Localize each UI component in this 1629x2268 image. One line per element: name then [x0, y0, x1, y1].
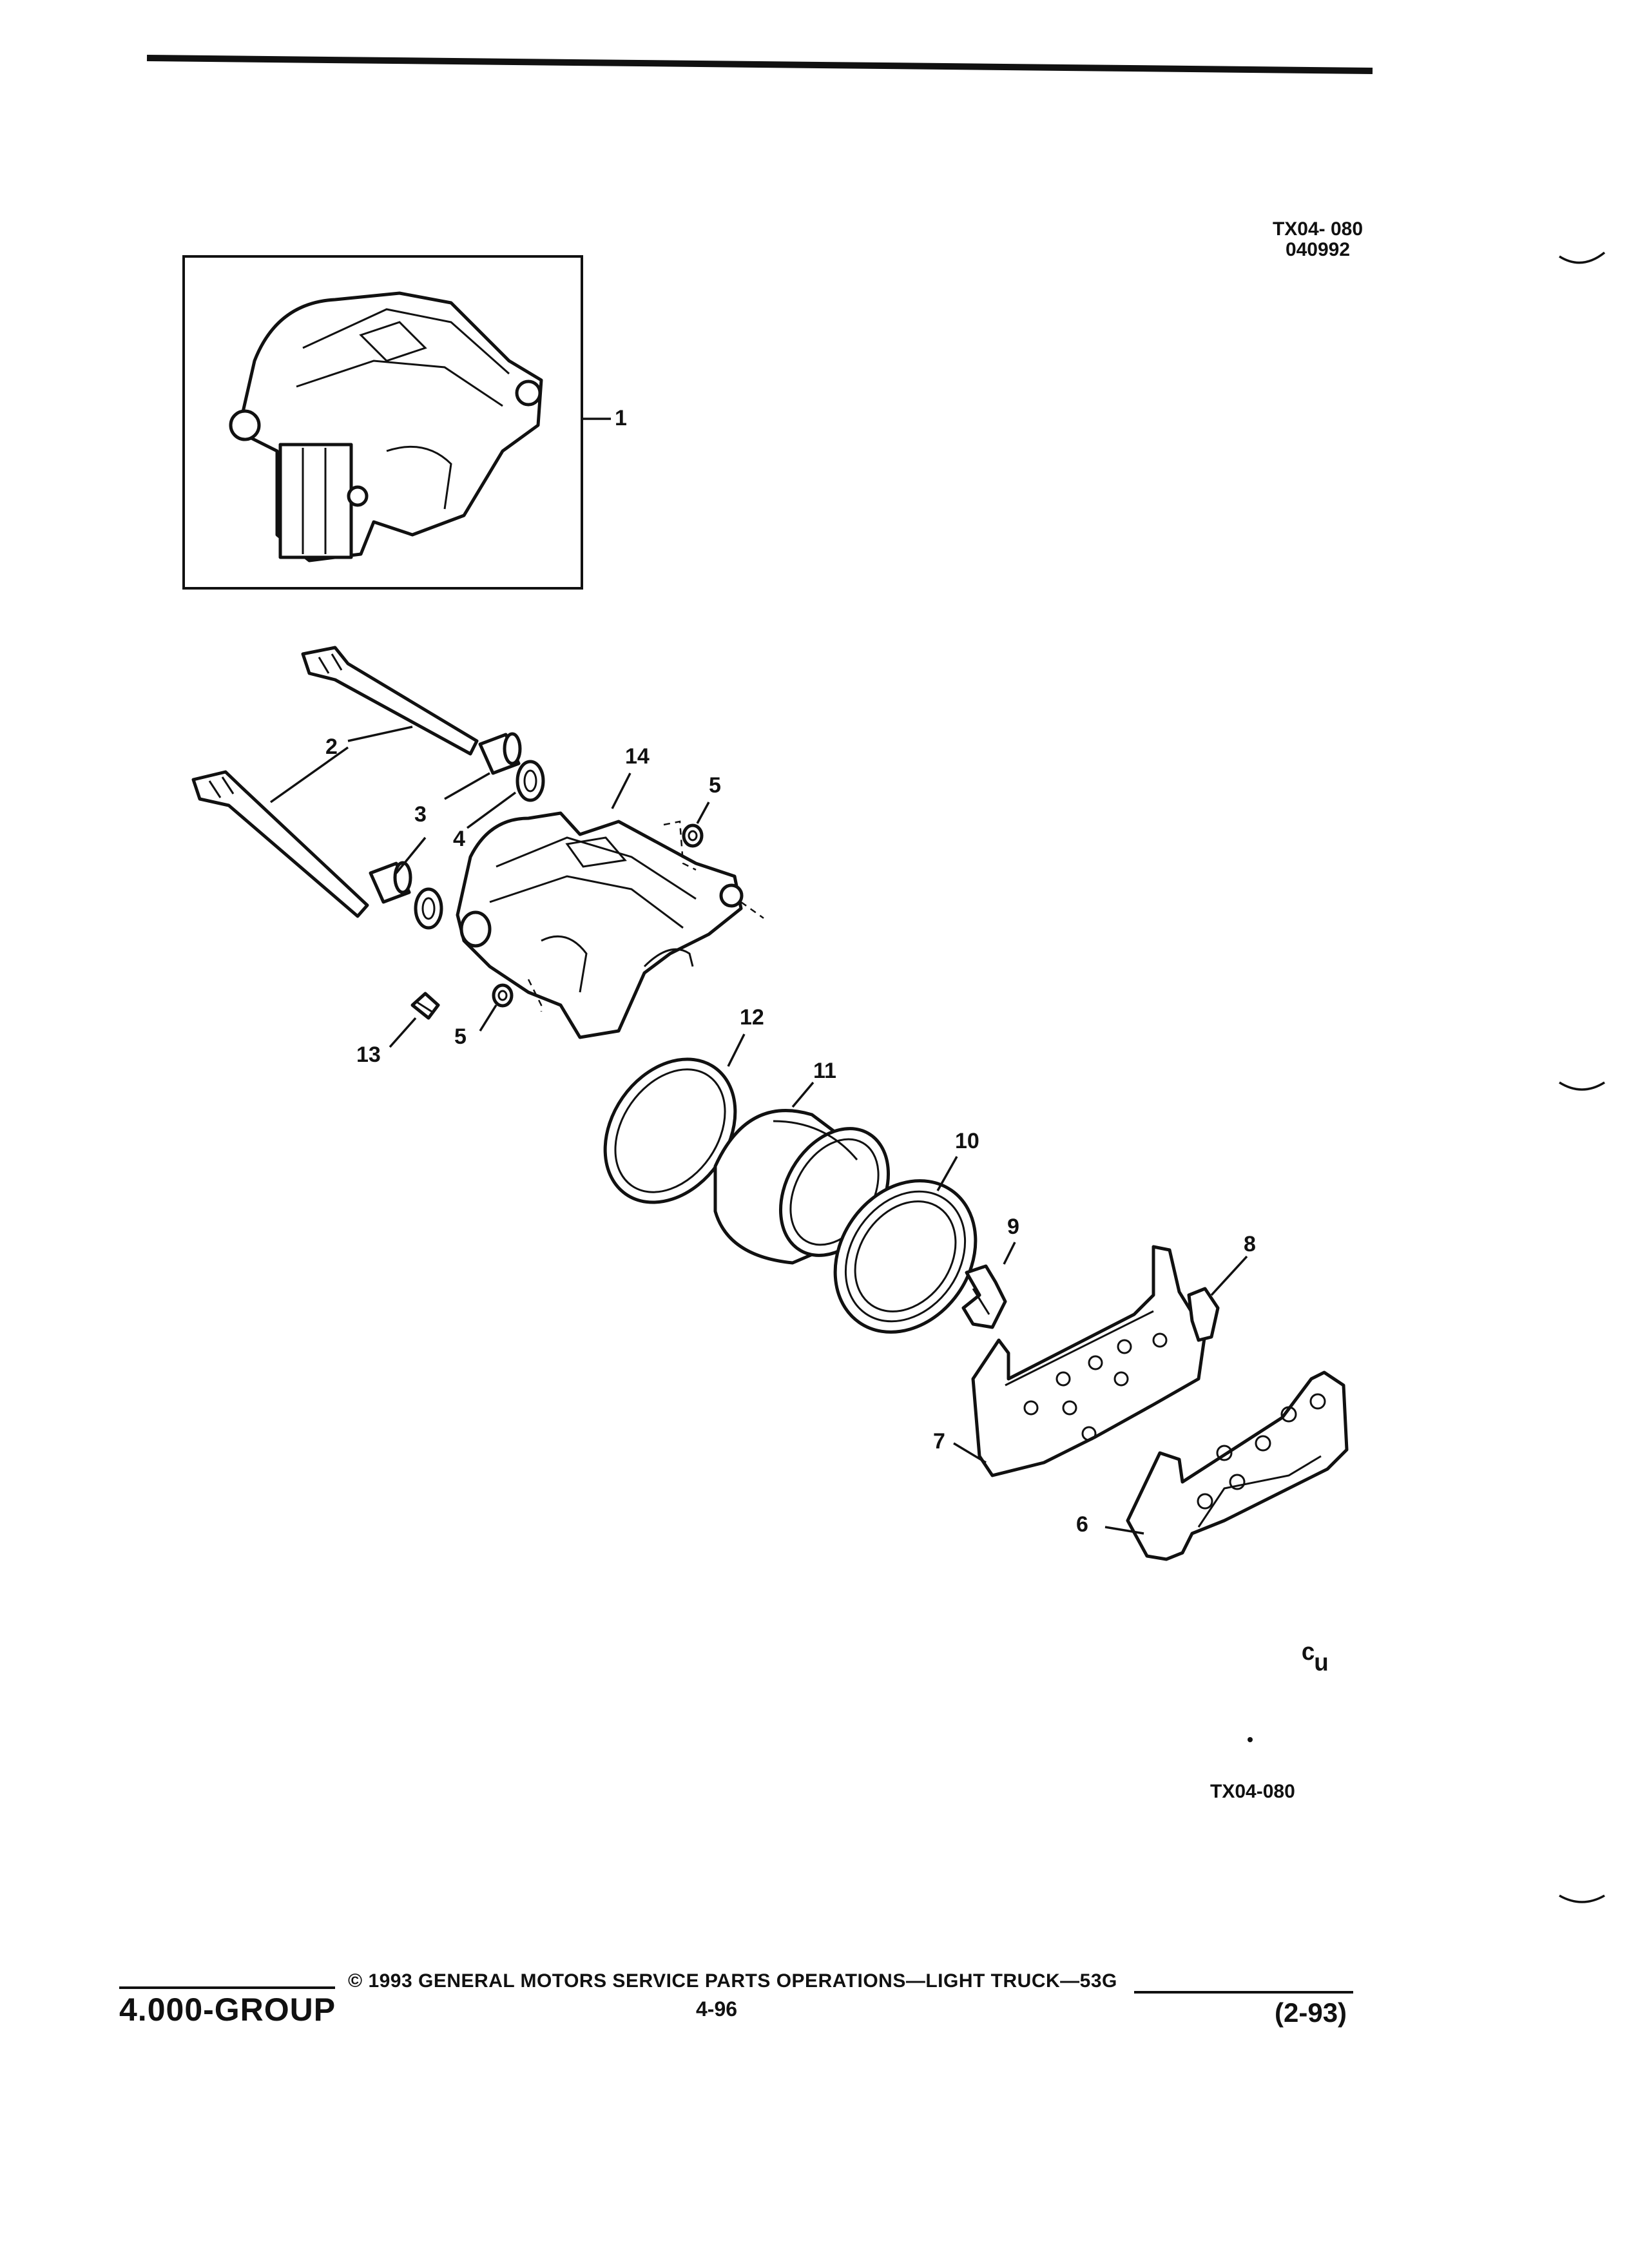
callout-1: 1 — [615, 406, 627, 430]
leader-10 — [936, 1156, 958, 1191]
leader-6 — [1104, 1526, 1144, 1535]
clip-icon — [1187, 1287, 1220, 1342]
leader-8 — [1210, 1255, 1248, 1296]
figure-code: TX04- 080 040992 — [1257, 219, 1379, 260]
bushing-icon — [516, 760, 545, 802]
leader-2 — [347, 726, 413, 742]
top-rule — [146, 55, 1373, 74]
dashed-line — [740, 901, 764, 919]
callout-8: 8 — [1244, 1232, 1256, 1256]
leader-9 — [1003, 1242, 1016, 1265]
brake-pad-icon — [1126, 1370, 1349, 1561]
leader-3 — [395, 836, 427, 874]
caliper-assembly-icon — [229, 291, 543, 562]
leader-14 — [611, 773, 631, 809]
bolt-icon — [301, 646, 479, 756]
callout-12: 12 — [740, 1005, 764, 1030]
figure-date-code: 040992 — [1285, 239, 1351, 260]
callout-5: 5 — [454, 1024, 467, 1049]
dashed-line — [663, 820, 697, 871]
footer-copyright: © 1993 GENERAL MOTORS SERVICE PARTS OPER… — [348, 1970, 1117, 1992]
bushing-icon — [682, 823, 704, 848]
footer-group: 4.000-GROUP — [119, 1992, 336, 2028]
callout-4: 4 — [453, 827, 465, 851]
callout-2: 2 — [325, 735, 338, 759]
leader-12 — [727, 1033, 746, 1067]
boot-icon — [833, 1179, 978, 1334]
scan-mark — [1559, 1894, 1605, 1903]
leader-13 — [389, 1017, 417, 1048]
caliper-housing-icon — [456, 811, 744, 1039]
bushing-icon — [414, 887, 443, 930]
callout-11: 11 — [813, 1059, 836, 1083]
callout-9: 9 — [1007, 1215, 1019, 1239]
callout-13: 13 — [356, 1043, 381, 1067]
inset-box — [182, 255, 583, 590]
figure-code-bottom: TX04-080 — [1210, 1781, 1295, 1802]
corner-mark: ᶜᵤ — [1302, 1637, 1328, 1676]
leader-3 — [444, 772, 490, 800]
callout-7: 7 — [933, 1429, 945, 1454]
sleeve-icon — [369, 861, 412, 904]
dashed-line — [527, 979, 543, 1012]
leader-11 — [791, 1081, 815, 1108]
dot-mark — [1248, 1737, 1253, 1742]
scan-mark — [1559, 1081, 1605, 1091]
clip-icon — [961, 1264, 1007, 1329]
scan-mark — [1559, 251, 1606, 264]
callout-14: 14 — [625, 744, 650, 769]
sleeve-icon — [478, 732, 522, 775]
leader-7 — [953, 1442, 987, 1464]
footer-page-number: 4-96 — [696, 1997, 738, 2021]
figure-code-top: TX04- 080 — [1272, 218, 1364, 240]
leader-2 — [269, 746, 349, 803]
bushing-icon — [492, 983, 514, 1008]
bolt-icon — [191, 770, 369, 918]
callout-5: 5 — [709, 773, 721, 798]
brake-pad-icon — [971, 1245, 1207, 1477]
bleeder-valve-icon — [410, 992, 440, 1020]
leader-5 — [479, 1004, 497, 1032]
callout-10: 10 — [955, 1129, 979, 1153]
footer-date: (2-93) — [1275, 1997, 1347, 2028]
leader-5 — [696, 802, 710, 824]
callout-3: 3 — [414, 802, 427, 827]
callout-6: 6 — [1076, 1512, 1088, 1537]
leader-4 — [466, 791, 517, 829]
